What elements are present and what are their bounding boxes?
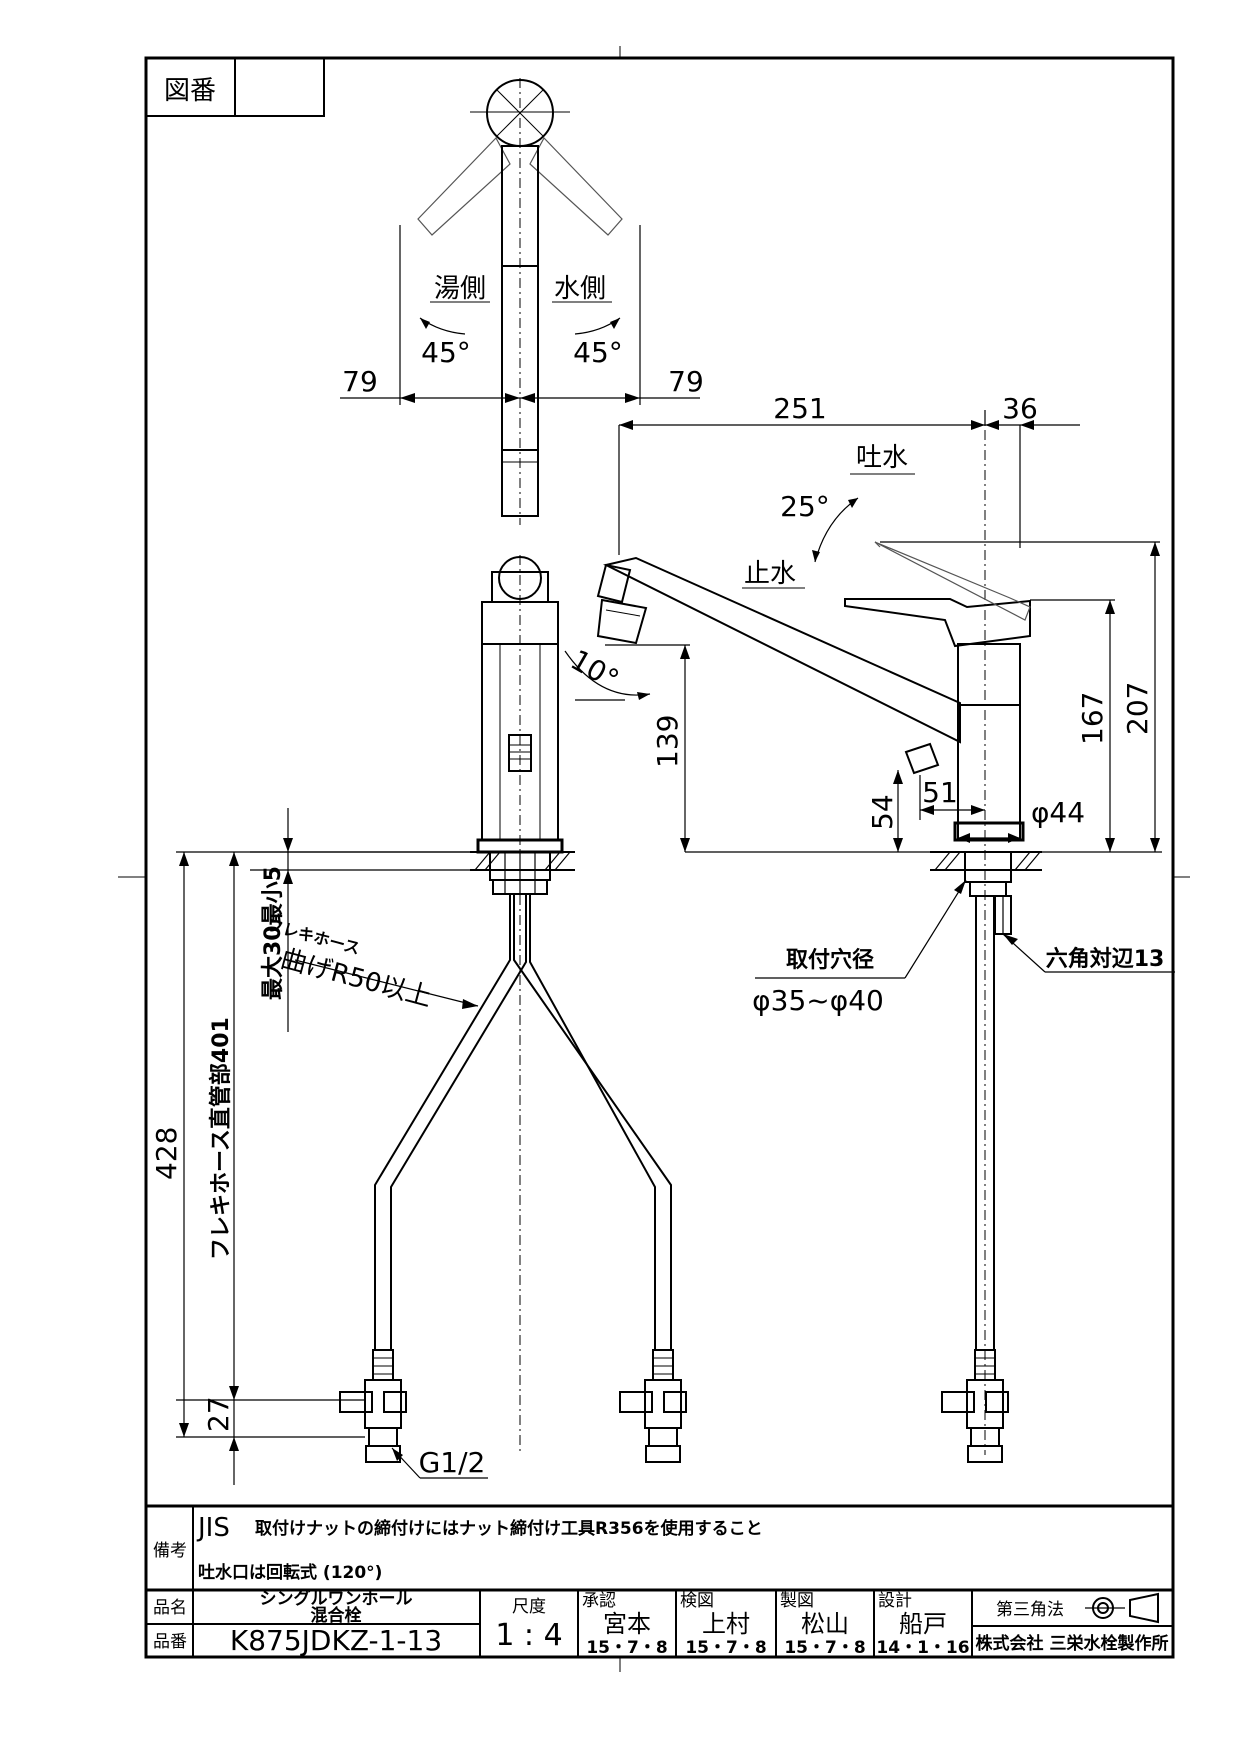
hose-straight-label: フレキホース直管部401 bbox=[208, 1017, 234, 1260]
lever-angle-label: 25° bbox=[780, 490, 830, 523]
discharge-label: 吐水 bbox=[856, 443, 908, 473]
design-label: 設計 bbox=[878, 1591, 912, 1611]
dim-27: 27 bbox=[202, 1396, 235, 1432]
product-number: K875JDKZ-1-13 bbox=[230, 1624, 442, 1657]
approve-name: 宮本 bbox=[603, 1610, 651, 1638]
hot-side-label: 湯側 bbox=[434, 274, 486, 304]
check-date: 15・7・8 bbox=[685, 1638, 766, 1658]
draft-date: 15・7・8 bbox=[784, 1638, 865, 1658]
approve-label: 承認 bbox=[582, 1591, 616, 1611]
design-date: 14・1・16 bbox=[876, 1638, 969, 1658]
product-name-label: 品名 bbox=[153, 1598, 187, 1618]
hex-label: 六角対辺13 bbox=[1046, 946, 1165, 972]
approve-date: 15・7・8 bbox=[586, 1638, 667, 1658]
cold-side-label: 水側 bbox=[554, 274, 606, 304]
company-name: 株式会社 三栄水栓製作所 bbox=[976, 1633, 1169, 1654]
product-name-2: 混合栓 bbox=[311, 1605, 362, 1626]
product-no-label: 品番 bbox=[153, 1632, 187, 1652]
third-angle-projection-icon bbox=[1085, 1592, 1159, 1624]
product-name-1: シングルワンホール bbox=[260, 1588, 413, 1609]
dim-207: 207 bbox=[1121, 682, 1154, 735]
dim-51: 51 bbox=[922, 776, 958, 809]
dim-54: 54 bbox=[866, 794, 899, 830]
dim-139: 139 bbox=[651, 715, 684, 768]
drawing-number-box: 図番 bbox=[145, 57, 325, 117]
mount-hole-label: 取付穴径 bbox=[786, 947, 874, 973]
dim-251: 251 bbox=[773, 392, 826, 425]
spout-angle-label: 10° bbox=[565, 643, 624, 696]
remark-line-1: 取付けナットの締付けにはナット締付け工具R356を使用すること bbox=[255, 1518, 763, 1539]
scale-label: 尺度 bbox=[512, 1597, 546, 1617]
top-view: 湯側 水側 45° 45° 79 79 bbox=[340, 78, 704, 525]
dim-36: 36 bbox=[1002, 392, 1038, 425]
dim-right-79: 79 bbox=[668, 365, 704, 398]
thread-label: G1/2 bbox=[419, 1446, 486, 1479]
remark-standard: JIS bbox=[196, 1513, 230, 1543]
draft-label: 製図 bbox=[780, 1591, 814, 1611]
drawing-border bbox=[144, 56, 1175, 1659]
mount-hole-range: φ35~φ40 bbox=[752, 984, 884, 1017]
projection-label: 第三角法 bbox=[996, 1600, 1064, 1620]
angle-right-label: 45° bbox=[573, 336, 623, 369]
dim-167: 167 bbox=[1076, 692, 1109, 745]
stop-label: 止水 bbox=[744, 559, 796, 589]
counter-thickness-label: 最大30最小5 bbox=[261, 866, 286, 1000]
scale-value: 1 : 4 bbox=[495, 1618, 562, 1653]
angle-left-label: 45° bbox=[421, 336, 471, 369]
dim-body-diameter: φ44 bbox=[1031, 796, 1085, 829]
remarks-label: 備考 bbox=[153, 1541, 187, 1561]
check-name: 上村 bbox=[702, 1610, 750, 1638]
side-view: 251 36 吐水 25° 止水 10° 139 54 51 bbox=[564, 392, 1175, 1463]
dim-428: 428 bbox=[150, 1127, 183, 1180]
drawing-number-label: 図番 bbox=[164, 76, 216, 106]
title-block: 備考 JIS 取付けナットの締付けにはナット締付け工具R356を使用すること 吐… bbox=[146, 1504, 1173, 1658]
design-name: 船戸 bbox=[899, 1610, 947, 1638]
dim-left-79: 79 bbox=[342, 365, 378, 398]
remark-line-2: 吐水口は回転式 (120°) bbox=[198, 1562, 382, 1583]
draft-name: 松山 bbox=[801, 1610, 849, 1638]
check-label: 検図 bbox=[680, 1591, 714, 1611]
